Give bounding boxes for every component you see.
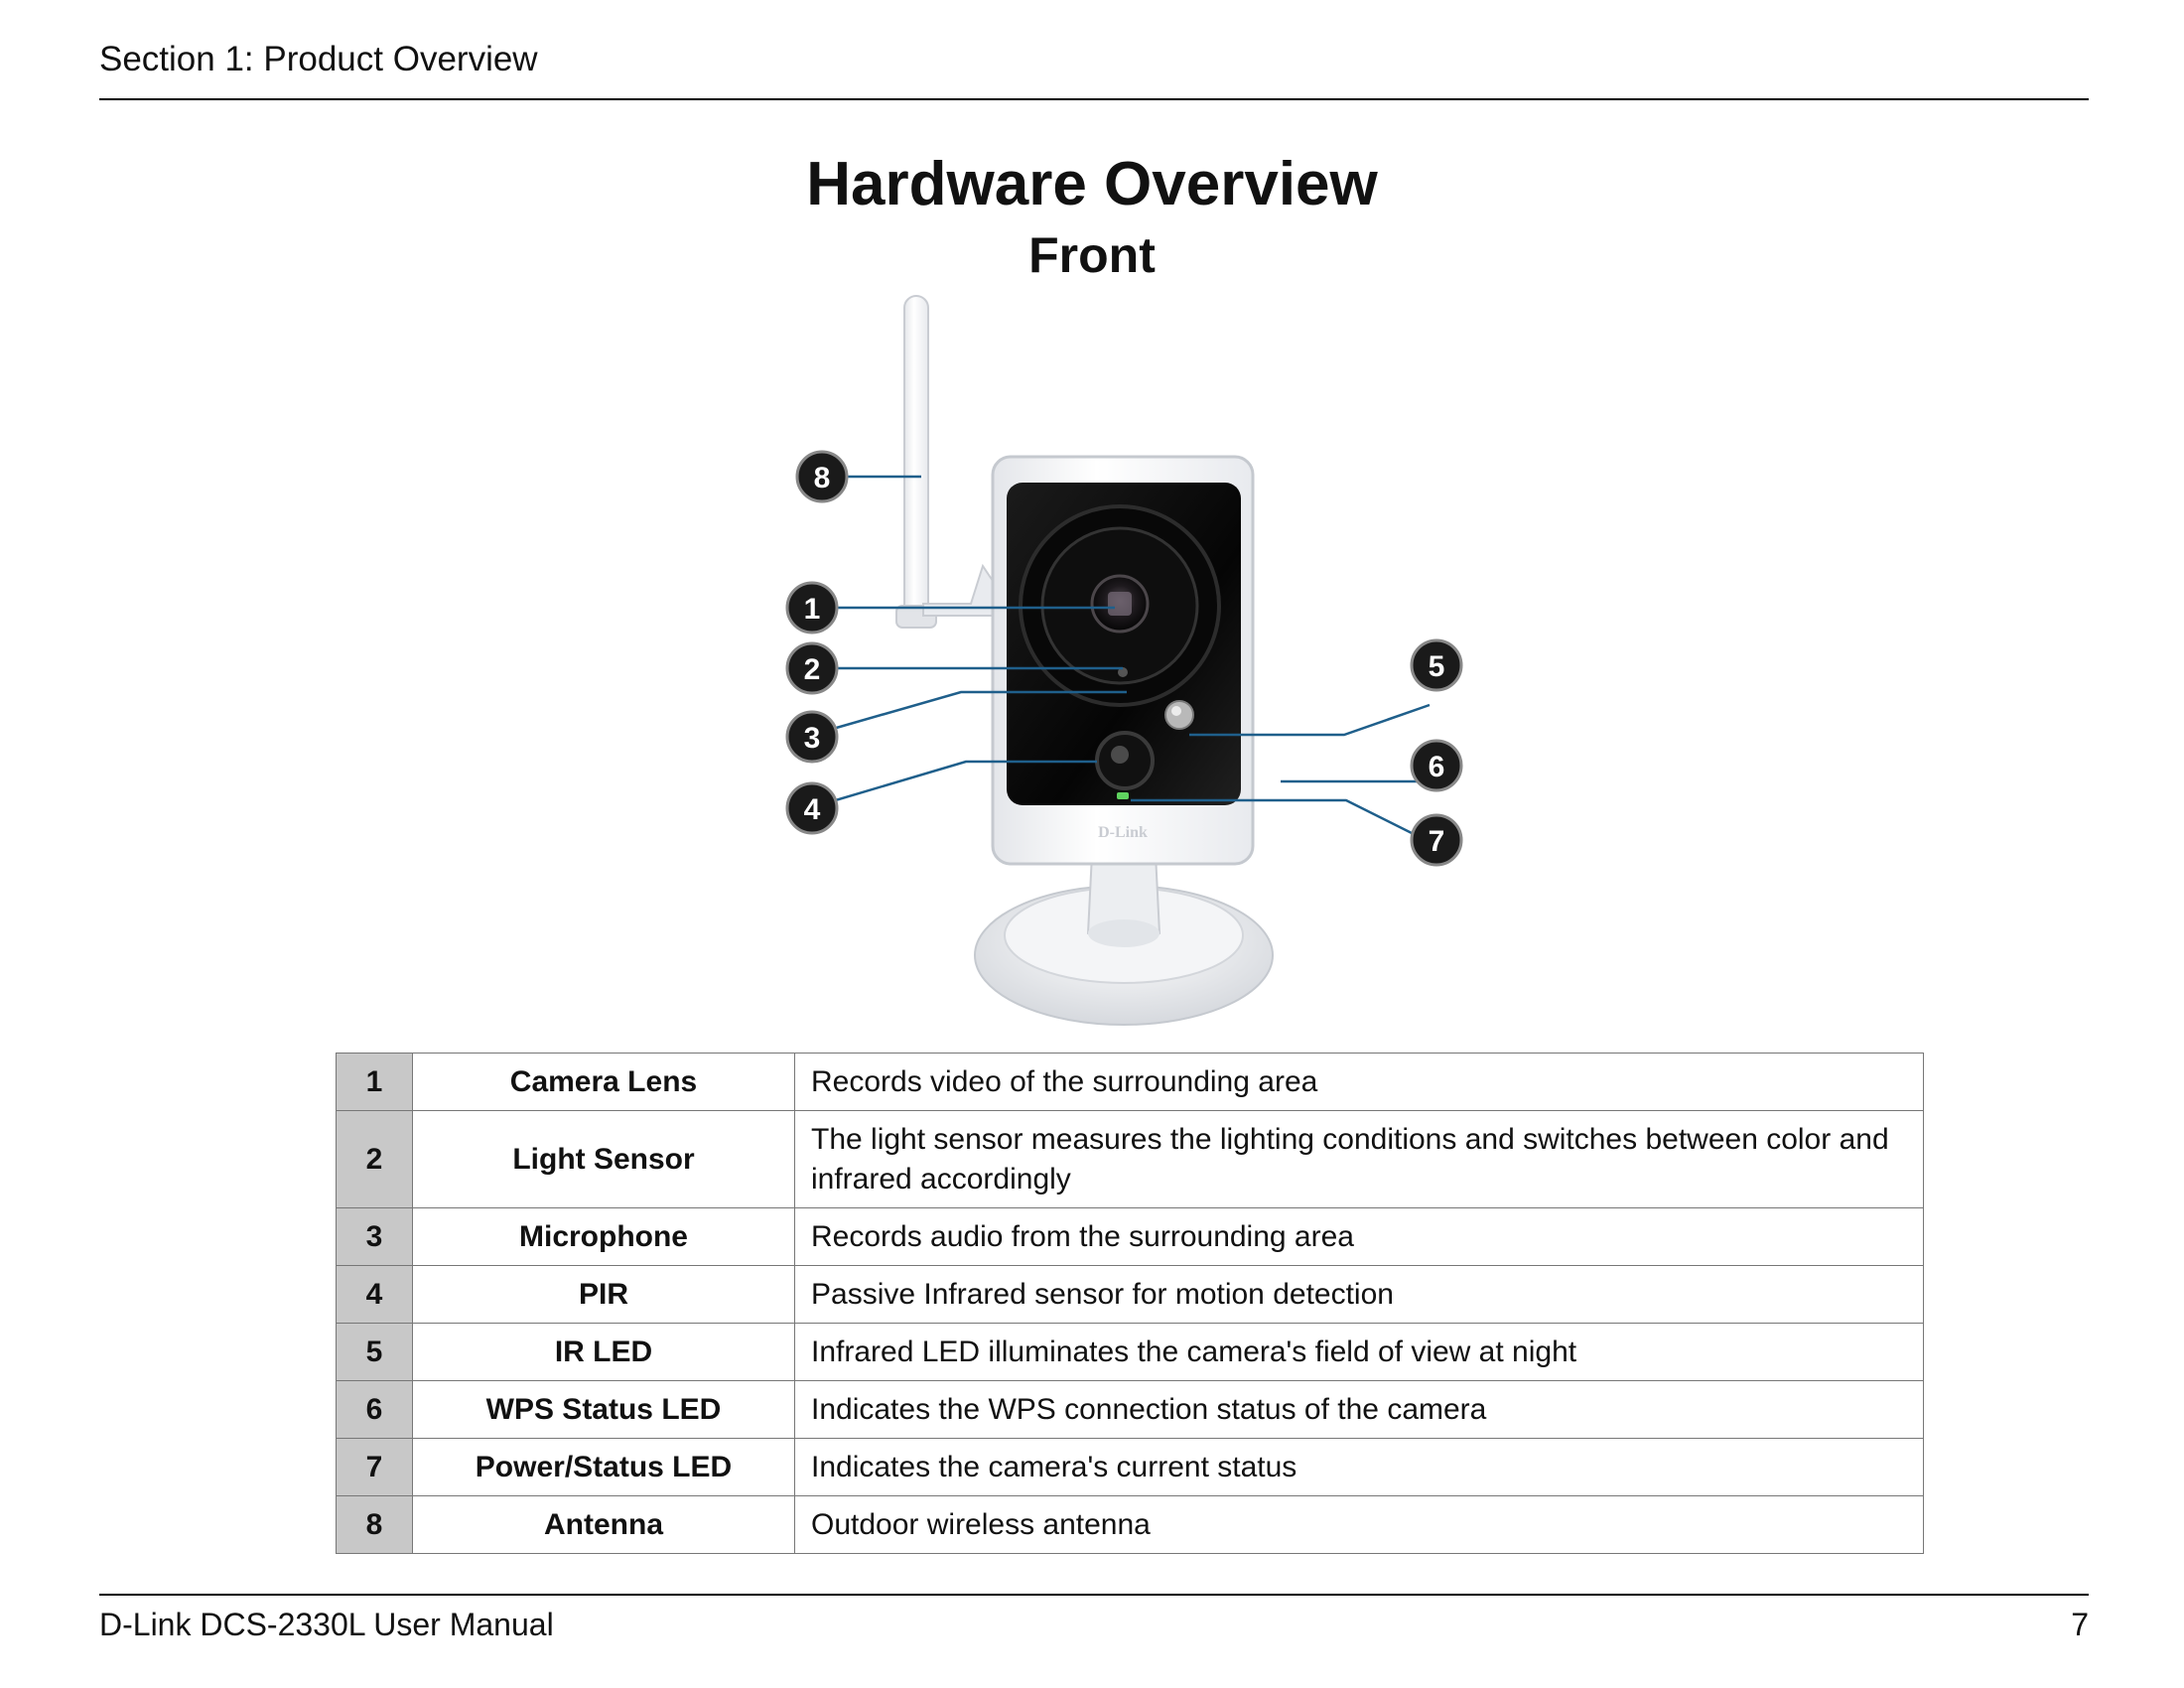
- callout-4: 4: [787, 783, 837, 833]
- svg-text:8: 8: [814, 462, 831, 494]
- hardware-spec-table: 1 Camera Lens Records video of the surro…: [336, 1053, 1924, 1554]
- component-description: Infrared LED illuminates the camera's fi…: [795, 1324, 1924, 1381]
- row-number: 6: [337, 1381, 413, 1439]
- svg-text:7: 7: [1429, 825, 1445, 858]
- footer-divider: [99, 1594, 2089, 1596]
- svg-text:5: 5: [1429, 650, 1445, 683]
- table-row: 5 IR LED Infrared LED illuminates the ca…: [337, 1324, 1924, 1381]
- table-row: 1 Camera Lens Records video of the surro…: [337, 1054, 1924, 1111]
- component-name: Camera Lens: [413, 1054, 795, 1111]
- row-number: 5: [337, 1324, 413, 1381]
- row-number: 2: [337, 1111, 413, 1208]
- page-title: Hardware Overview: [0, 149, 2184, 219]
- component-name: Antenna: [413, 1496, 795, 1554]
- table-row: 6 WPS Status LED Indicates the WPS conne…: [337, 1381, 1924, 1439]
- brand-mark: D-Link: [1098, 824, 1148, 841]
- svg-text:4: 4: [804, 793, 821, 826]
- component-description: Passive Infrared sensor for motion detec…: [795, 1266, 1924, 1324]
- section-header: Section 1: Product Overview: [99, 40, 538, 79]
- callout-5: 5: [1412, 640, 1461, 690]
- component-description: Outdoor wireless antenna: [795, 1496, 1924, 1554]
- svg-text:2: 2: [804, 653, 821, 686]
- svg-text:3: 3: [804, 722, 821, 755]
- component-name: Microphone: [413, 1208, 795, 1266]
- callout-6: 6: [1412, 741, 1461, 790]
- row-number: 4: [337, 1266, 413, 1324]
- table-row: 2 Light Sensor The light sensor measures…: [337, 1111, 1924, 1208]
- table-row: 4 PIR Passive Infrared sensor for motion…: [337, 1266, 1924, 1324]
- row-number: 3: [337, 1208, 413, 1266]
- row-number: 7: [337, 1439, 413, 1496]
- component-description: The light sensor measures the lighting c…: [795, 1111, 1924, 1208]
- table-row: 8 Antenna Outdoor wireless antenna: [337, 1496, 1924, 1554]
- svg-text:6: 6: [1429, 751, 1445, 783]
- camera-stand-graphic: [975, 854, 1273, 1025]
- component-name: IR LED: [413, 1324, 795, 1381]
- component-name: Light Sensor: [413, 1111, 795, 1208]
- antenna-graphic: [896, 296, 993, 628]
- table-row: 7 Power/Status LED Indicates the camera'…: [337, 1439, 1924, 1496]
- callout-2: 2: [787, 643, 837, 693]
- page-subtitle: Front: [0, 226, 2184, 284]
- camera-diagram: D-Link 8 1 2 3: [754, 288, 1509, 1043]
- component-name: PIR: [413, 1266, 795, 1324]
- callout-1: 1: [787, 583, 837, 633]
- component-description: Indicates the WPS connection status of t…: [795, 1381, 1924, 1439]
- camera-body-graphic: D-Link: [993, 457, 1253, 864]
- row-number: 8: [337, 1496, 413, 1554]
- callout-3: 3: [787, 712, 837, 762]
- component-description: Records video of the surrounding area: [795, 1054, 1924, 1111]
- header-divider: [99, 98, 2089, 100]
- camera-front-illustration: D-Link 8 1 2 3: [754, 288, 1509, 1043]
- component-description: Indicates the camera's current status: [795, 1439, 1924, 1496]
- svg-text:1: 1: [804, 593, 821, 626]
- table-row: 3 Microphone Records audio from the surr…: [337, 1208, 1924, 1266]
- callout-8: 8: [797, 452, 847, 501]
- callout-7: 7: [1412, 815, 1461, 865]
- row-number: 1: [337, 1054, 413, 1111]
- page-number: 7: [2071, 1607, 2089, 1643]
- footer-manual-title: D-Link DCS-2330L User Manual: [99, 1607, 554, 1643]
- component-description: Records audio from the surrounding area: [795, 1208, 1924, 1266]
- component-name: WPS Status LED: [413, 1381, 795, 1439]
- component-name: Power/Status LED: [413, 1439, 795, 1496]
